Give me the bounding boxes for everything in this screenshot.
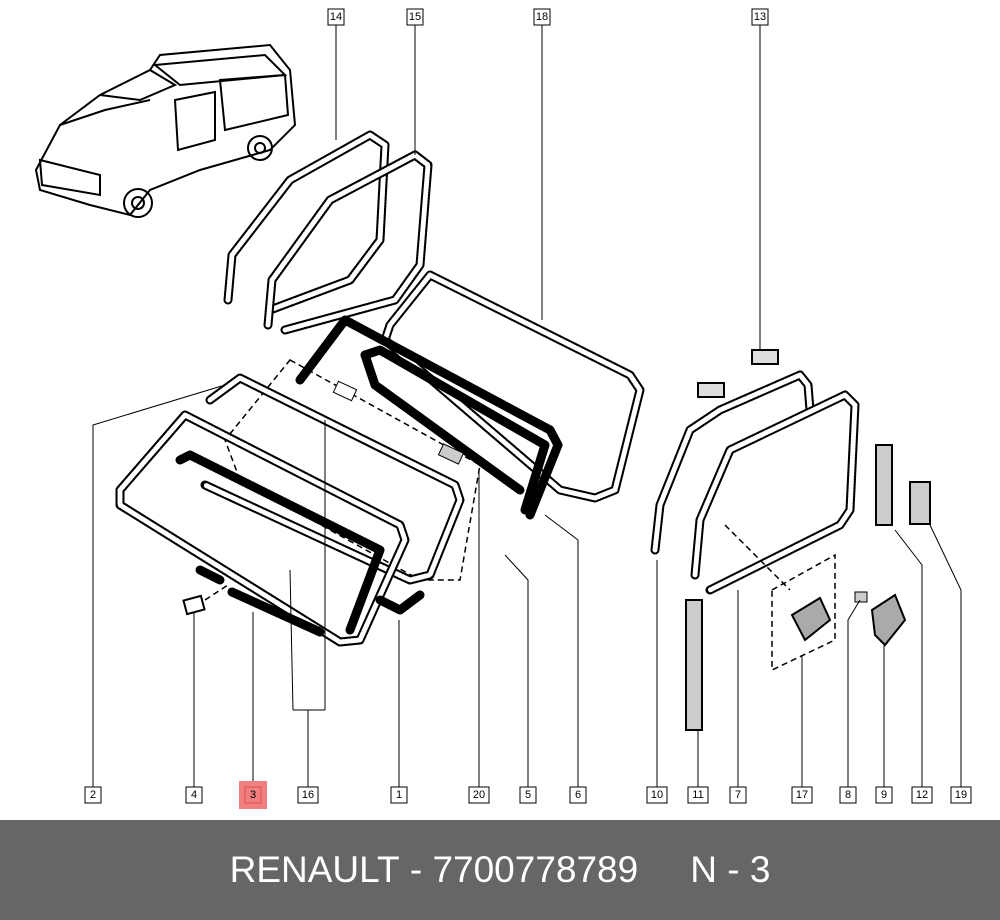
footer-caption: RENAULT - 7700778789 N - 3	[0, 820, 1000, 920]
brand-name: RENAULT	[229, 849, 400, 890]
leader-lines	[92, 25, 962, 787]
part-3-strip	[227, 587, 325, 637]
separator: -	[409, 849, 423, 890]
part-9-handle	[870, 593, 907, 647]
callout-label: 14	[330, 11, 342, 23]
callout-label: 19	[955, 789, 967, 801]
callout-label: 17	[796, 789, 808, 801]
callout-9[interactable]: 9	[875, 786, 893, 804]
callout-6[interactable]: 6	[569, 786, 587, 804]
callout-10[interactable]: 10	[646, 786, 668, 804]
callout-label: 3	[250, 789, 256, 801]
callout-5[interactable]: 5	[519, 786, 537, 804]
callout-label: 15	[409, 11, 421, 23]
part-7-door-seal	[690, 390, 860, 595]
callout-18[interactable]: 18	[533, 8, 551, 26]
reference-label: N - 3	[690, 849, 771, 890]
part-17-handle	[790, 596, 832, 642]
part-8-clip	[854, 591, 868, 603]
callout-7[interactable]: 7	[729, 786, 747, 804]
part-12-strip	[875, 444, 893, 526]
callout-8[interactable]: 8	[839, 786, 857, 804]
callout-19[interactable]: 19	[950, 786, 972, 804]
callout-label: 11	[692, 789, 703, 801]
part-13-clip-2	[697, 382, 725, 398]
part-4-arrow	[204, 584, 229, 601]
part-13-clip	[751, 349, 779, 365]
part-number: 7700778789	[432, 849, 639, 890]
part-17-arrow	[724, 524, 791, 591]
callout-label: 9	[881, 789, 887, 801]
callout-17[interactable]: 17	[791, 786, 813, 804]
callout-4[interactable]: 4	[185, 786, 203, 804]
part-10-door-seal	[650, 370, 815, 555]
callout-20[interactable]: 20	[468, 786, 490, 804]
callout-12[interactable]: 12	[911, 786, 933, 804]
part-15-side-seal	[263, 150, 433, 335]
callout-label: 1	[396, 789, 402, 801]
callout-13[interactable]: 13	[751, 8, 769, 26]
part-20-clip-2	[437, 443, 465, 465]
callout-2[interactable]: 2	[84, 786, 102, 804]
callout-15[interactable]: 15	[406, 8, 424, 26]
callout-label: 13	[754, 11, 766, 23]
part-14-side-seal	[223, 130, 390, 315]
callout-label: 4	[191, 789, 197, 801]
callout-label: 12	[916, 789, 928, 801]
van-illustration	[34, 43, 297, 218]
callout-11[interactable]: 11	[687, 786, 709, 804]
callout-1[interactable]: 1	[390, 786, 408, 804]
part-2-windscreen-seal	[200, 373, 465, 585]
callout-label: 10	[651, 789, 663, 801]
part-1-windscreen-seal	[115, 410, 425, 647]
part-4-clip	[182, 594, 206, 616]
callout-label: 20	[473, 789, 485, 801]
callout-14[interactable]: 14	[327, 8, 345, 26]
callout-label: 5	[525, 789, 531, 801]
callout-label: 8	[845, 789, 851, 801]
parts-diagram: 14 15 18 13 2 4 3 16 1 20 5 6 10 11 7 17…	[34, 8, 972, 809]
callout-label: 16	[302, 789, 314, 801]
callout-label: 6	[575, 789, 581, 801]
part-20-clip	[332, 380, 358, 402]
callout-label: 7	[735, 789, 741, 801]
part-17-outline	[771, 553, 836, 672]
part-6-seal	[295, 315, 563, 520]
part-11-strip	[685, 599, 703, 731]
callout-3[interactable]: 3	[244, 786, 262, 804]
part-19-block	[909, 481, 931, 525]
callout-label: 18	[536, 11, 548, 23]
callout-label: 2	[90, 789, 96, 801]
callout-16[interactable]: 16	[297, 786, 319, 804]
